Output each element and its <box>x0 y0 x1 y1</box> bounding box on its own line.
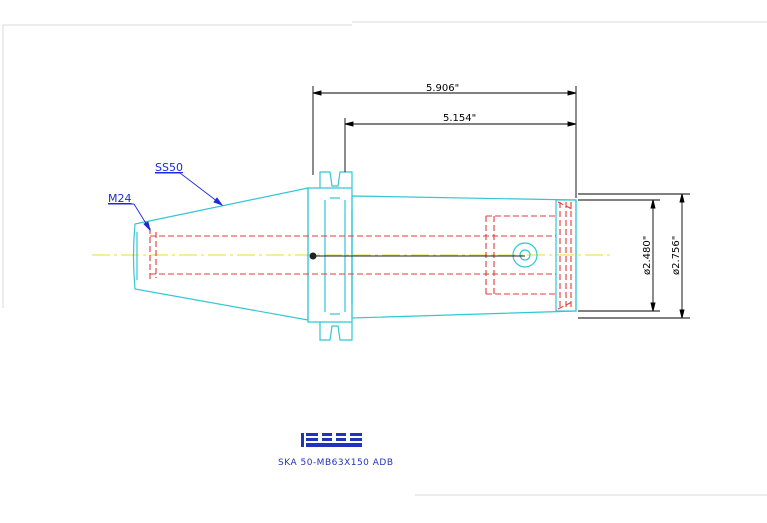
callout-leaders <box>108 172 224 232</box>
model-number: SKA 50-MB63X150 ADB <box>278 458 394 468</box>
sheet-border <box>2 21 767 496</box>
outer-diameter-label: ø2.756" <box>671 236 682 275</box>
dimension-lines <box>312 86 690 319</box>
taper-callout: SS50 <box>155 161 183 174</box>
iscar-logo <box>301 433 362 447</box>
shank-length-label: 5.154" <box>443 113 476 124</box>
overall-length-label: 5.906" <box>426 83 459 94</box>
pivot-dot <box>309 252 317 260</box>
hidden-lines <box>149 201 575 310</box>
bore-diameter-label: ø2.480" <box>642 236 653 275</box>
holder-outline <box>132 171 577 341</box>
thread-callout: M24 <box>108 192 132 205</box>
